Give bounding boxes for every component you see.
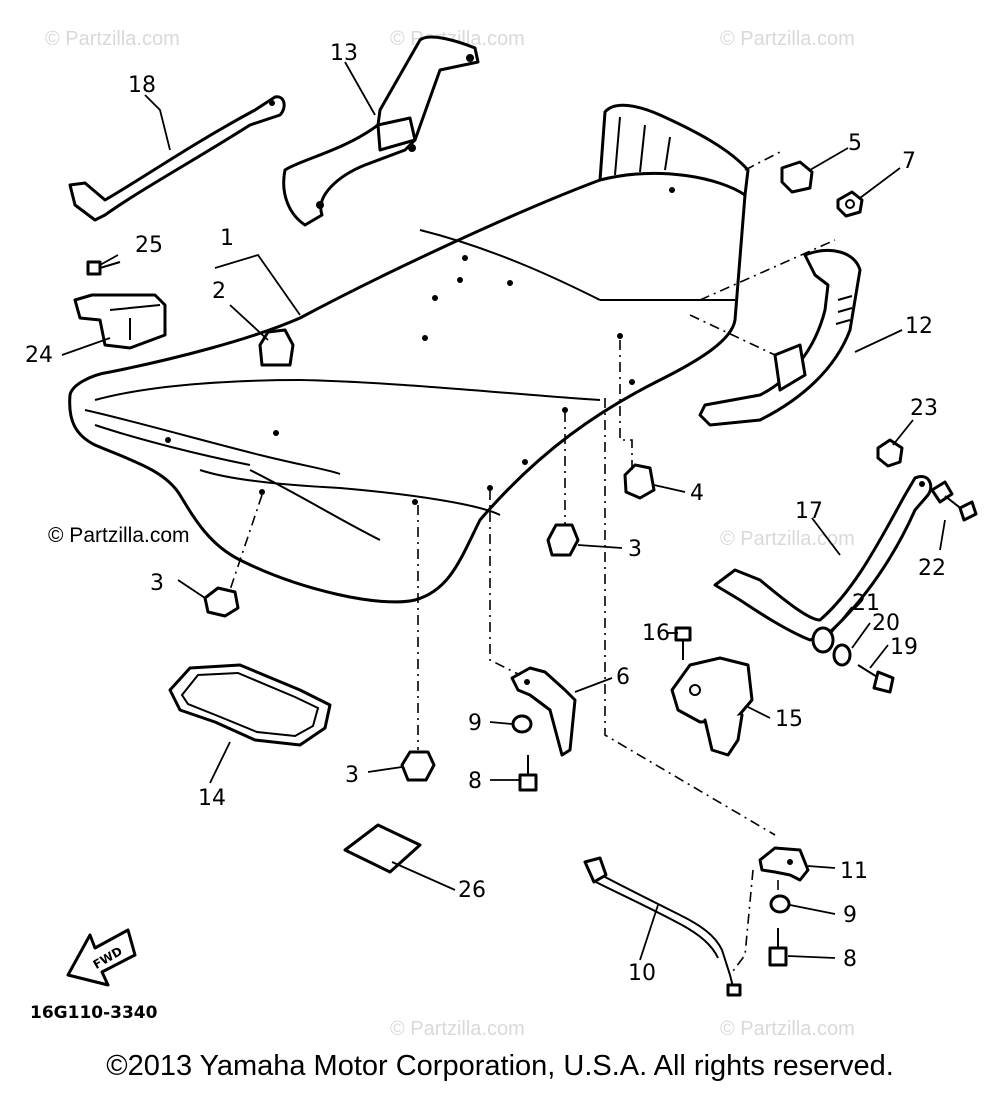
diagram-code: 16G110-3340 — [30, 1003, 158, 1023]
callout-19: 19 — [890, 635, 918, 660]
cable-part-10[interactable] — [583, 856, 742, 997]
callout-3: 3 — [150, 571, 164, 596]
callout-8: 8 — [843, 947, 857, 972]
washer-part-21[interactable] — [811, 626, 835, 654]
watermark: © Partzilla.com — [720, 528, 855, 550]
callout-11: 11 — [840, 859, 868, 884]
bolt-part-8-lower[interactable] — [768, 928, 788, 967]
callout-13: 13 — [330, 41, 358, 66]
washer-part-20[interactable] — [832, 643, 852, 667]
hook-part-11[interactable] — [758, 846, 810, 882]
damper-part-3-bottom[interactable] — [400, 750, 436, 782]
bolt-part-8-upper[interactable] — [518, 755, 538, 792]
rod-part-17[interactable] — [713, 475, 933, 642]
copyright-notice: ©2013 Yamaha Motor Corporation, U.S.A. A… — [106, 1050, 894, 1082]
callout-4: 4 — [690, 481, 704, 506]
watermark: © Partzilla.com — [390, 1018, 525, 1040]
callout-16: 16 — [642, 621, 670, 646]
watermark-dark: © Partzilla.com — [48, 524, 190, 547]
callout-3: 3 — [345, 763, 359, 788]
callout-12: 12 — [905, 314, 933, 339]
callout-17: 17 — [795, 499, 823, 524]
damper-part-3-left[interactable] — [203, 586, 240, 618]
pad-part-26[interactable] — [343, 823, 422, 874]
callout-22: 22 — [918, 556, 946, 581]
fwd-arrow-icon: FWD — [66, 928, 137, 987]
lock-part-24[interactable] — [73, 293, 167, 350]
callout-9: 9 — [468, 711, 482, 736]
collar-part-9-lower[interactable] — [769, 894, 791, 914]
damper-part-4[interactable] — [623, 463, 656, 500]
assembly-lines — [229, 151, 836, 976]
nut-part-7[interactable] — [836, 190, 864, 218]
callout-26: 26 — [458, 878, 486, 903]
tray-part-14[interactable] — [168, 663, 332, 747]
callout-18: 18 — [128, 73, 156, 98]
grab-bar-part-18[interactable] — [68, 95, 286, 222]
bolt-part-25[interactable] — [86, 260, 121, 276]
bracket-part-6[interactable] — [510, 666, 577, 757]
damper-part-3-right[interactable] — [546, 523, 580, 557]
callout-10: 10 — [628, 961, 656, 986]
callout-21: 21 — [852, 591, 880, 616]
watermark: © Partzilla.com — [720, 1018, 855, 1040]
collar-part-9-upper[interactable] — [511, 714, 533, 734]
watermarks: © Partzilla.com © Partzilla.com © Partzi… — [45, 28, 855, 1040]
bolt-part-19[interactable] — [857, 664, 895, 694]
callout-25: 25 — [135, 233, 163, 258]
callout-3: 3 — [628, 537, 642, 562]
bolt-part-22[interactable] — [930, 480, 978, 522]
leader-lines — [61, 61, 946, 961]
callout-7: 7 — [902, 149, 916, 174]
seat-part[interactable] — [68, 103, 750, 604]
bracket-part-13[interactable] — [282, 35, 480, 227]
callout-2: 2 — [212, 279, 226, 304]
seat-lock-part-15[interactable] — [670, 656, 754, 757]
callout-labels: 1 2 3 3 3 4 5 6 7 8 8 9 9 10 11 12 13 14… — [25, 41, 946, 986]
callout-9: 9 — [843, 903, 857, 928]
callout-15: 15 — [775, 707, 803, 732]
callout-5: 5 — [848, 131, 862, 156]
callout-24: 24 — [25, 343, 53, 368]
callout-1: 1 — [220, 226, 234, 251]
callout-14: 14 — [198, 786, 226, 811]
watermark: © Partzilla.com — [720, 28, 855, 50]
watermark: © Partzilla.com — [45, 28, 180, 50]
grab-bar-part-12[interactable] — [698, 248, 862, 427]
nut-part-5[interactable] — [780, 160, 814, 194]
callout-8: 8 — [468, 769, 482, 794]
callout-6: 6 — [616, 665, 630, 690]
callout-20: 20 — [872, 611, 900, 636]
nut-part-23[interactable] — [876, 438, 904, 468]
callout-23: 23 — [910, 396, 938, 421]
screw-part-16[interactable] — [674, 626, 692, 660]
